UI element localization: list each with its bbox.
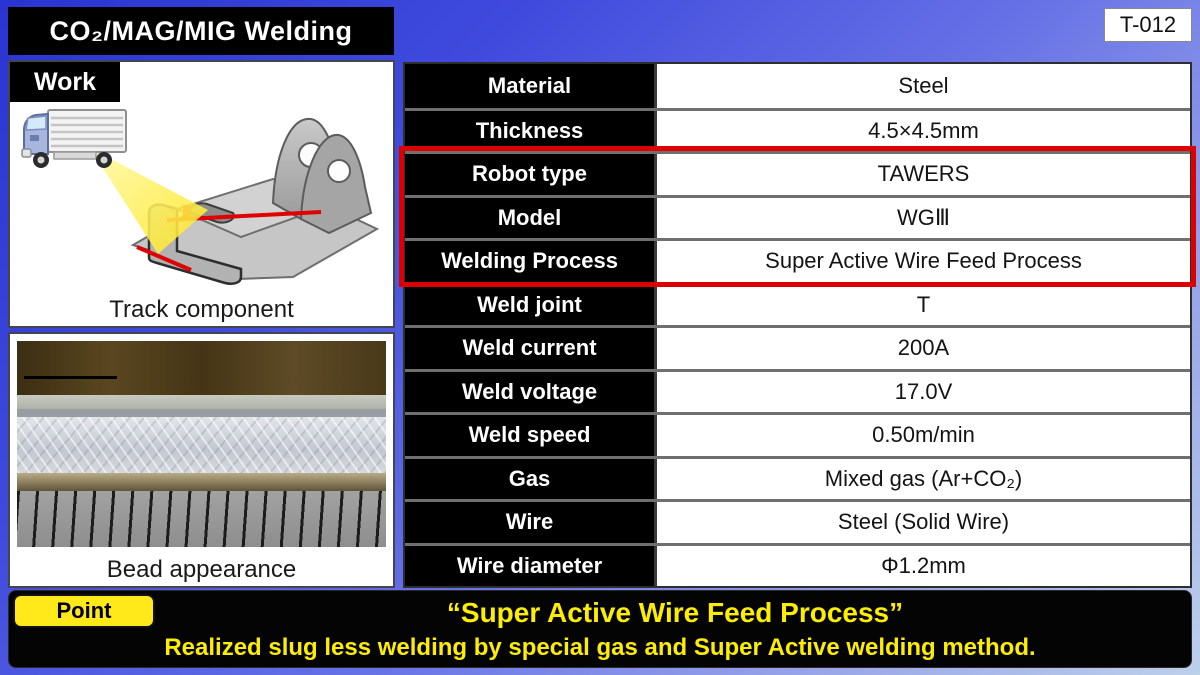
spec-row-value: 200A [897,335,950,361]
spec-table-row: Robot type TAWERS [405,151,1190,195]
bead-photo-edge2 [17,408,386,418]
spec-row-value: 4.5×4.5mm [868,117,979,143]
spec-row-value: Steel (Solid Wire) [837,509,1010,535]
spec-row-label: Weld voltage [405,371,657,412]
work-panel: Work [8,60,395,328]
spec-row-label: Wire [405,502,657,543]
spec-table-row: Weld voltage 17.0V [405,368,1190,412]
spec-row-label: Wire diameter [405,545,657,586]
spec-row-label: Thickness [405,110,657,151]
spec-row-value: 0.50m/min [872,422,975,448]
spec-row-value: Φ1.2mm [881,552,966,578]
point-label: Point [56,598,112,623]
point-description: Realized slug less welding by special ga… [164,634,1036,661]
bead-photo-scale-line [24,376,117,380]
bead-photo-rust-band [17,341,386,395]
spec-row-value: 17.0V [894,378,953,404]
bead-photo [17,341,386,547]
spec-table-row: Material Steel [405,64,1190,108]
spec-table-row: Wire Steel (Solid Wire) [405,499,1190,543]
spec-row-label: Weld speed [405,415,657,456]
spec-table-row: Wire diameter Φ1.2mm [405,542,1190,586]
spec-row-value: T [916,291,931,317]
work-label-tab: Work [10,62,120,102]
bead-photo-weld-bead [17,417,386,473]
point-label-tab: Point [13,594,155,628]
spec-row-label: Material [405,64,657,108]
spec-table-row: Weld current 200A [405,325,1190,369]
work-illustration [21,109,380,285]
weld-line-bottom [136,245,192,272]
bead-photo-seam [17,472,386,492]
spec-table-row: Weld joint T [405,281,1190,325]
spec-table-row: Thickness 4.5×4.5mm [405,107,1190,151]
bead-photo-ruler [17,491,386,547]
spec-row-label: Model [405,197,657,238]
point-bar: Point “Super Active Wire Feed Process” R… [8,590,1192,668]
spec-row-label: Weld current [405,328,657,369]
weld-beam [90,148,208,254]
spec-table-row: Gas Mixed gas (Ar+CO₂) [405,455,1190,499]
slide-title-box: CO₂/MAG/MIG Welding [8,7,394,55]
bead-caption: Bead appearance [106,556,297,583]
spec-table-row: Welding Process Super Active Wire Feed Pr… [405,238,1190,282]
slide-title: CO₂/MAG/MIG Welding [49,15,353,46]
spec-table-row: Weld speed 0.50m/min [405,412,1190,456]
spec-row-value: Steel [898,72,949,98]
spec-row-value: WGⅢ [896,204,951,230]
spec-row-label: Gas [405,458,657,499]
spec-row-value: Mixed gas (Ar+CO₂) [824,465,1023,491]
spec-row-value: Super Active Wire Feed Process [765,248,1082,274]
spec-row-label: Robot type [405,154,657,195]
spec-row-label: Welding Process [405,241,657,282]
spec-row-label: Weld joint [405,284,657,325]
track-component-illustration [130,117,380,285]
component-caption: Track component [109,296,294,323]
doc-number-badge: T-012 [1104,8,1192,42]
spec-table-row: Model WGⅢ [405,194,1190,238]
work-label: Work [33,67,97,96]
truck-illustration [21,109,127,168]
bead-photo-edge [17,394,386,409]
bead-panel: Bead appearance [8,332,395,588]
spec-row-value: TAWERS [877,161,970,187]
point-headline: “Super Active Wire Feed Process” [446,597,904,628]
